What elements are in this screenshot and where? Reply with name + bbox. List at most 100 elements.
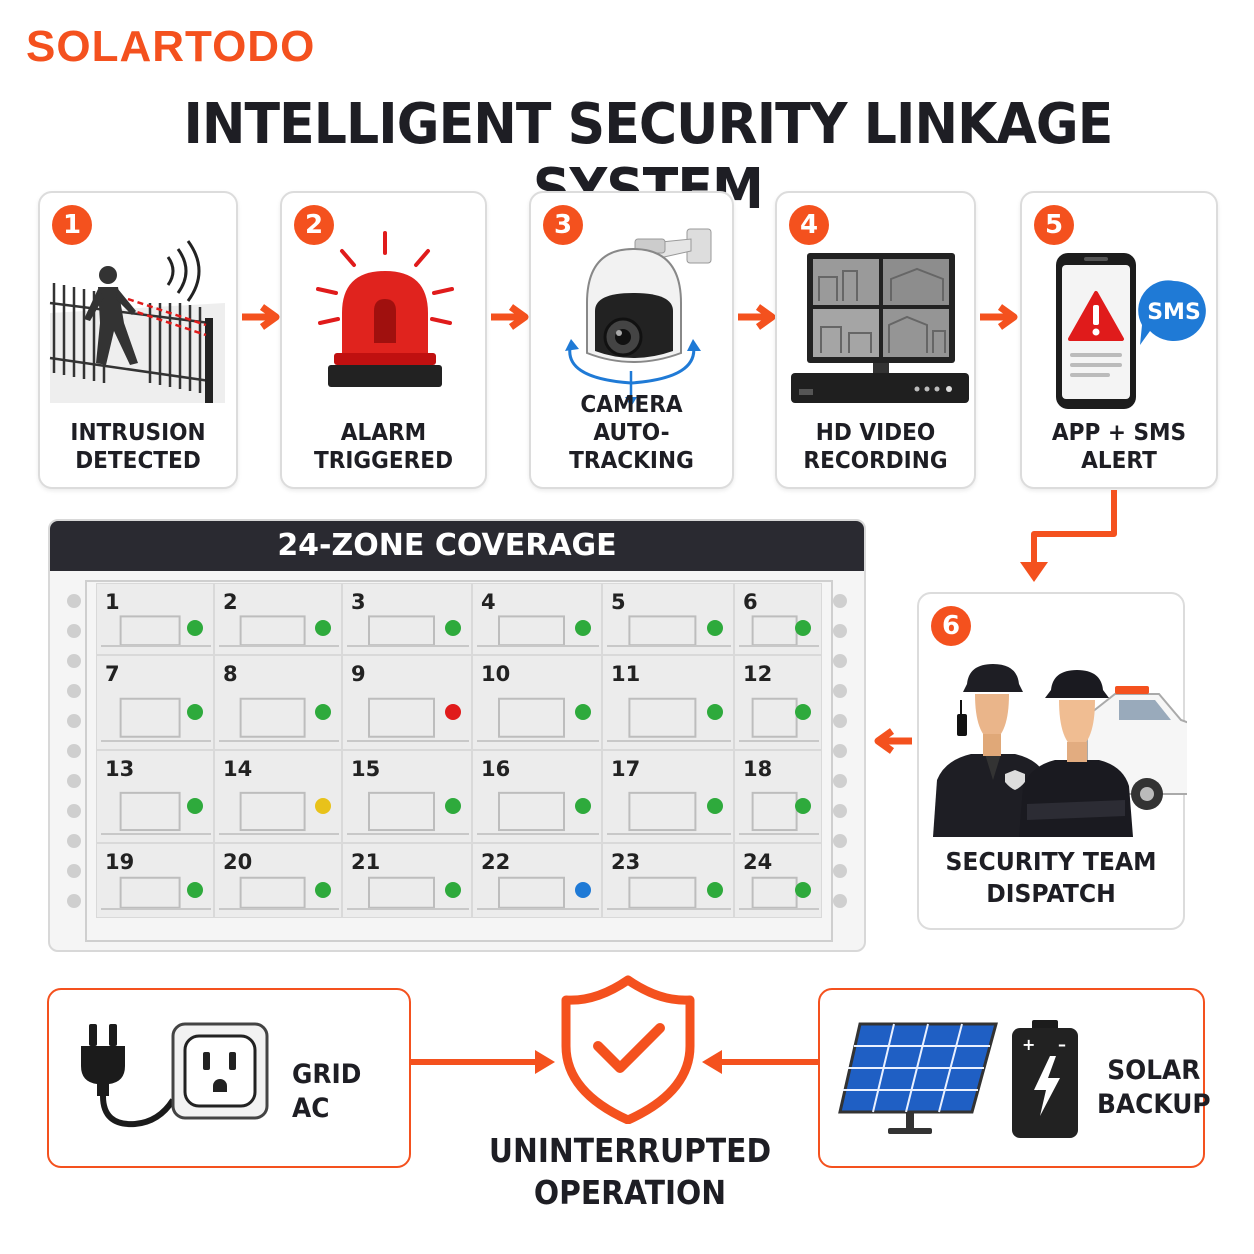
zone-status-dot bbox=[315, 797, 331, 814]
zone-status-dot bbox=[315, 620, 331, 636]
flow-arrow-icon bbox=[411, 1050, 555, 1074]
zone-building-icon bbox=[477, 876, 599, 910]
step-number-badge: 4 bbox=[789, 205, 829, 245]
flow-arrow-icon bbox=[874, 728, 912, 754]
zone-building-icon bbox=[477, 615, 599, 647]
zone-status-dot bbox=[795, 703, 811, 720]
zone-status-dot bbox=[707, 620, 723, 636]
zone-building-icon bbox=[607, 876, 731, 910]
zone-cell: 23 bbox=[602, 843, 734, 918]
zone-number: 19 bbox=[105, 850, 135, 874]
zone-status-dot bbox=[445, 620, 461, 636]
zone-number: 4 bbox=[481, 590, 496, 614]
zone-cell: 3 bbox=[342, 583, 472, 655]
sms-bubble-label: SMS bbox=[1147, 300, 1201, 325]
zone-number: 12 bbox=[743, 662, 773, 686]
zone-status-dot bbox=[575, 797, 591, 814]
zone-cell: 24 bbox=[734, 843, 822, 918]
flow-arrow-icon bbox=[242, 304, 280, 330]
zone-cell: 8 bbox=[214, 655, 342, 750]
zone-cell: 4 bbox=[472, 583, 602, 655]
guards-vehicle-icon bbox=[933, 664, 1187, 837]
zone-status-dot bbox=[187, 620, 203, 636]
svg-text:–: – bbox=[1058, 1035, 1066, 1054]
zone-building-icon bbox=[101, 791, 211, 835]
zone-status-dot bbox=[707, 797, 723, 814]
zone-building-icon bbox=[347, 876, 469, 910]
zone-cell: 21 bbox=[342, 843, 472, 918]
zone-number: 14 bbox=[223, 757, 253, 781]
zone-cell: 22 bbox=[472, 843, 602, 918]
zone-building-icon bbox=[607, 615, 731, 647]
zone-number: 20 bbox=[223, 850, 253, 874]
zone-status-dot bbox=[707, 881, 723, 898]
zone-cell: 13 bbox=[96, 750, 214, 843]
zone-status-dot bbox=[187, 797, 203, 814]
flow-arrow-icon bbox=[491, 304, 529, 330]
zone-status-dot bbox=[187, 703, 203, 720]
zone-number: 18 bbox=[743, 757, 773, 781]
zone-number: 9 bbox=[351, 662, 366, 686]
phone-alert-icon: SMS bbox=[1056, 253, 1206, 409]
zone-building-icon bbox=[347, 615, 469, 647]
zone-cell: 2 bbox=[214, 583, 342, 655]
zone-cell: 12 bbox=[734, 655, 822, 750]
zone-cell: 5 bbox=[602, 583, 734, 655]
zone-number: 6 bbox=[743, 590, 758, 614]
zone-status-dot bbox=[575, 703, 591, 720]
zone-number: 7 bbox=[105, 662, 120, 686]
zone-building-icon bbox=[477, 791, 599, 835]
zone-cell: 7 bbox=[96, 655, 214, 750]
zone-cell: 1 bbox=[96, 583, 214, 655]
zone-number: 10 bbox=[481, 662, 511, 686]
step-number-badge: 5 bbox=[1034, 205, 1074, 245]
zone-building-icon bbox=[101, 697, 211, 742]
zone-number: 1 bbox=[105, 590, 120, 614]
zone-number: 16 bbox=[481, 757, 511, 781]
perimeter-fence-icon bbox=[67, 580, 847, 942]
zone-number: 5 bbox=[611, 590, 626, 614]
intruder-fence-icon bbox=[49, 240, 225, 403]
zone-cell: 18 bbox=[734, 750, 822, 843]
step-number-badge: 3 bbox=[543, 205, 583, 245]
power-plug-outlet-icon bbox=[81, 1022, 269, 1128]
zone-cell: 14 bbox=[214, 750, 342, 843]
zone-panel-title: 24-ZONE COVERAGE bbox=[50, 521, 864, 571]
zone-building-icon bbox=[347, 791, 469, 835]
zone-number: 21 bbox=[351, 850, 381, 874]
flow-arrow-icon bbox=[1020, 490, 1117, 582]
zone-building-icon bbox=[607, 791, 731, 835]
zone-building-icon bbox=[219, 615, 339, 647]
zone-status-dot bbox=[315, 881, 331, 898]
zone-number: 2 bbox=[223, 590, 238, 614]
zone-building-icon bbox=[477, 697, 599, 742]
zone-cell: 15 bbox=[342, 750, 472, 843]
zone-number: 17 bbox=[611, 757, 641, 781]
zone-number: 15 bbox=[351, 757, 381, 781]
zone-number: 11 bbox=[611, 662, 641, 686]
zone-status-dot bbox=[445, 881, 461, 898]
zone-status-dot bbox=[575, 620, 591, 636]
shield-check-icon bbox=[561, 975, 695, 1124]
zone-cell: 20 bbox=[214, 843, 342, 918]
zone-building-icon bbox=[219, 697, 339, 742]
zone-cell: 10 bbox=[472, 655, 602, 750]
zone-status-dot bbox=[707, 703, 723, 720]
flow-arrow-icon bbox=[702, 1050, 820, 1074]
zone-number: 23 bbox=[611, 850, 641, 874]
step-number-badge: 2 bbox=[294, 205, 334, 245]
